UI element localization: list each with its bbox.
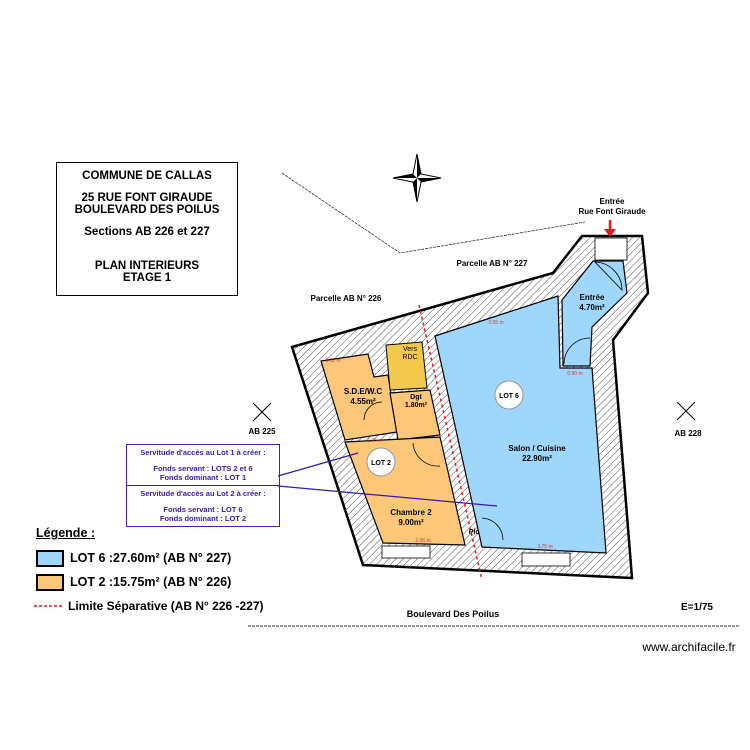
door [363, 401, 383, 421]
street-label: Boulevard Des Poilus [407, 609, 500, 619]
plan-label: PLAN INTERIEURS [94, 260, 200, 272]
servitude-dominant: Fonds dominant : LOT 1 [159, 473, 247, 482]
stair-vers-rdc [385, 341, 428, 391]
servitude-box-lot1: Servitude d'accès au Lot 1 à créer : Fon… [126, 444, 280, 486]
commune-label: COMMUNE DE CALLAS [82, 170, 212, 182]
watermark: www.archifacile.fr [641, 640, 735, 654]
room-name: Salon / Cuisine [508, 444, 566, 453]
ab228-label: AB 228 [674, 429, 702, 438]
limit-line [418, 304, 483, 581]
title-box: COMMUNE DE CALLAS 25 RUE FONT GIRAUDE BO… [56, 162, 238, 296]
door [563, 337, 591, 365]
room-dgt [389, 389, 441, 441]
parcel-226-label: Parcelle AB N° 226 [311, 294, 382, 303]
dimension-label: 3.75 m [537, 544, 552, 550]
window [521, 552, 571, 567]
room-sde [320, 353, 398, 441]
plan-label: ETAGE 1 [122, 272, 172, 284]
legend-lot2-swatch [36, 574, 64, 591]
entrance-street-label: Rue Font Giraude [578, 207, 646, 216]
door [594, 261, 623, 291]
parcel-marker-icon [676, 401, 696, 421]
door [412, 442, 441, 467]
lot6-badge-label: LOT 6 [499, 393, 519, 400]
dimension-label: 2.06 m [415, 538, 430, 544]
room-area: 4.70m² [579, 303, 605, 312]
lot2-badge-label: LOT 2 [371, 460, 391, 467]
stair-label: RDC [402, 354, 417, 361]
room-entree [561, 260, 628, 367]
placard-label: Plc [469, 529, 480, 536]
room-area: 4.55m² [350, 397, 376, 406]
room-area: 9.00m² [398, 518, 424, 527]
address-line: 25 RUE FONT GIRAUDE [81, 192, 213, 204]
legend-title: Légende : [36, 526, 96, 540]
dimension-label: 3.65 m [488, 320, 503, 326]
lot2-badge [366, 447, 396, 477]
servitude-dominant: Fonds dominant : LOT 2 [159, 514, 247, 523]
room-name: Dgt [410, 394, 422, 401]
room-name: Chambre 2 [390, 508, 432, 517]
room-name: Entrée [580, 293, 605, 302]
entrance-arrow-icon [604, 220, 616, 237]
stair-label: Vers [403, 346, 418, 353]
lot6-badge [494, 380, 524, 410]
parcel-marker-icon [252, 402, 272, 422]
room-area: 22.90m² [522, 454, 552, 463]
window [594, 237, 628, 261]
room-name: S.D.E/W.C [344, 387, 382, 396]
ab225-label: AB 225 [248, 427, 276, 436]
servitude-title: Servitude d'accès au Lot 1 à créer : [140, 448, 266, 457]
door [481, 517, 504, 541]
dimension-label: 0.90 m [567, 371, 582, 377]
address-line: BOULEVARD DES POILUS [74, 204, 220, 216]
compass-icon [392, 153, 442, 203]
legend-lot6-swatch [36, 550, 64, 567]
window [381, 545, 431, 559]
room-salon [434, 295, 607, 554]
sections-label: Sections AB 226 et 227 [84, 226, 210, 238]
room-area: 1.80m² [405, 402, 428, 409]
servitude-box-lot2: Servitude d'accès au Lot 2 à créer : Fon… [126, 485, 280, 527]
servitude-title: Servitude d'accès au Lot 2 à créer : [140, 489, 266, 498]
parcel-line [281, 172, 586, 254]
entrance-label: Entrée [600, 197, 625, 206]
dimension-label: 1.62 m [325, 358, 340, 364]
servitude-servant: Fonds servant : LOTS 2 et 6 [153, 464, 253, 473]
dimension-label: 1.65 m [367, 438, 382, 444]
scale-label: E=1/75 [681, 602, 713, 613]
servitude-line [277, 485, 498, 507]
legend-lot6-label: LOT 6 :27.60m² (AB N° 227) [70, 551, 232, 565]
servitude-line [277, 452, 359, 477]
legend-limit-label: Limite Séparative (AB N° 226 -227) [68, 599, 264, 613]
parcel-227-label: Parcelle AB N° 227 [457, 259, 528, 268]
servitude-servant: Fonds servant : LOT 6 [163, 505, 243, 514]
legend-lot2-label: LOT 2 :15.75m² (AB N° 226) [70, 575, 232, 589]
